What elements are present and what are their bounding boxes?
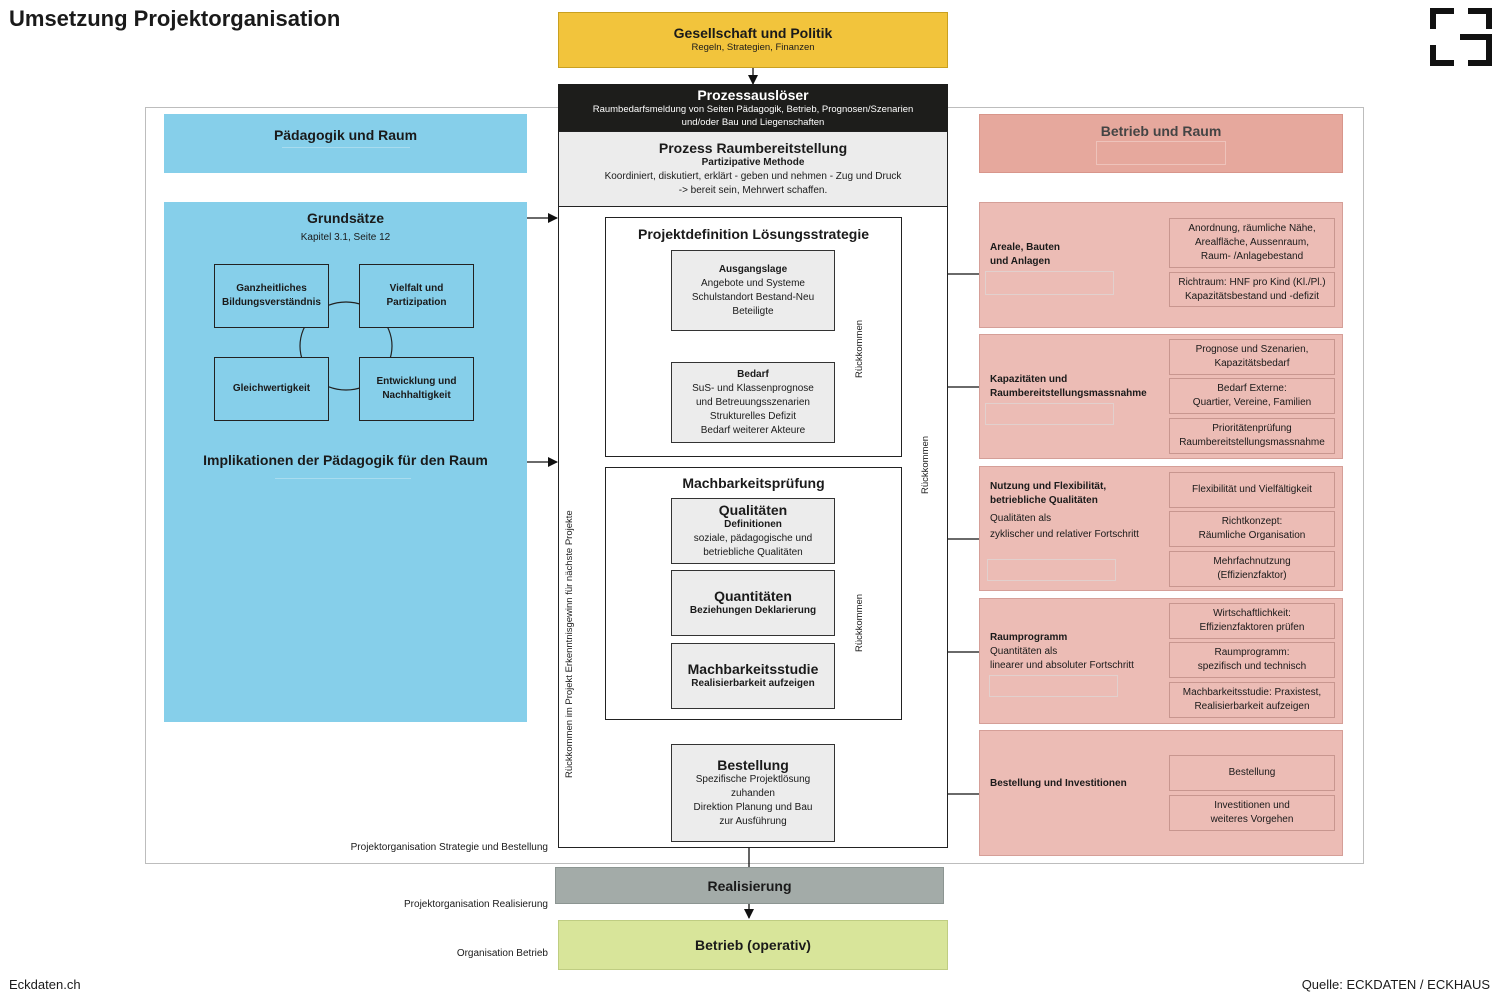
bedarf-box: Bedarf SuS- und Klassenprognose und Betr… [671, 362, 835, 443]
group-bestellung [979, 730, 1343, 856]
grundsaetze-title: Grundsätze [306, 210, 384, 226]
bestellung-text: Spezifische Projektlösung zuhanden Direk… [693, 774, 813, 827]
group-nutzung-label: Nutzung und Flexibilität, betriebliche Q… [990, 481, 1107, 506]
kapazitaeten-item-3: Prioritätenprüfung Raumbereitstellungsma… [1169, 418, 1335, 454]
group-kapazitaeten-label: Kapazitäten und Raumbereitstellungsmassn… [990, 374, 1147, 399]
quantitaeten-title: Quantitäten [714, 588, 792, 604]
prozessausloeser-title: Prozessauslöser [697, 86, 809, 103]
quantitaeten-subtitle: Beziehungen Deklarierung [689, 605, 817, 616]
grundsaetze-reference: Kapitel 3.1, Seite 12 [300, 232, 391, 243]
nutzung-item-1: Flexibilität und Vielfältigkeit [1169, 472, 1335, 508]
group-kapazitaeten-placeholder [985, 403, 1114, 425]
center-column [558, 84, 948, 848]
raumprogramm-item-3: Machbarkeitsstudie: Praxistest, Realisie… [1169, 682, 1335, 718]
qualitaeten-text: soziale, pädagogische und betriebliche Q… [693, 533, 813, 558]
betrieb-raum-header: Betrieb und Raum [979, 114, 1343, 173]
square-vielfalt: Vielfalt und Partizipation [359, 264, 474, 328]
machbarkeit-title: Machbarkeitsprüfung [682, 475, 825, 491]
label-org-realisierung: Projektorganisation Realisierung [404, 899, 548, 910]
group-nutzung-placeholder [987, 559, 1116, 581]
areale-item-2: Richtraum: HNF pro Kind (Kl./Pl.) Kapazi… [1169, 272, 1335, 307]
quantitaeten-box: Quantitäten Beziehungen Deklarierung [671, 570, 835, 636]
nutzung-item-2: Richtkonzept: Räumliche Organisation [1169, 511, 1335, 547]
prozess-title: Prozess Raumbereitstellung [658, 140, 848, 156]
betrieb-raum-title: Betrieb und Raum [1100, 122, 1222, 139]
ausgangslage-box: Ausgangslage Angebote und Systeme Schuls… [671, 250, 835, 331]
qualitaeten-box: Qualitäten Definitionen soziale, pädagog… [671, 498, 835, 564]
grundsaetze-circle [299, 301, 393, 391]
rueckkommen-label-1: Rückkommen [854, 319, 865, 378]
ausgangslage-title: Ausgangslage [718, 263, 788, 275]
group-raumprogramm-label: Raumprogramm [990, 632, 1068, 643]
prozessausloeser-text: Raumbedarfsmeldung von Seiten Pädagogik,… [592, 103, 914, 128]
square-gleichwertigkeit: Gleichwertigkeit [214, 357, 329, 421]
paedagogik-raum-title: Pädagogik und Raum [273, 127, 418, 143]
rueckkommen-projekt-label: Rückkommen im Projekt Erkenntnisgewinn f… [564, 510, 575, 778]
prozessausloeser-box: Prozessauslöser Raumbedarfsmeldung von S… [558, 84, 948, 131]
gesellschaft-title: Gesellschaft und Politik [673, 25, 833, 41]
implikationen-title: Implikationen der Pädagogik für den Raum [203, 452, 488, 468]
bestellung-box: Bestellung Spezifische Projektlösung zuh… [671, 744, 835, 842]
qualitaeten-subtitle: Definitionen [724, 519, 782, 530]
prozess-subtitle: Partizipative Methode [701, 157, 805, 168]
bedarf-text: SuS- und Klassenprognose und Betreuungss… [692, 382, 814, 436]
bestellung-item-2: Investitionen und weiteres Vorgehen [1169, 795, 1335, 831]
group-raumprogramm-sublabel: Quantitäten als linearer und absoluter F… [990, 646, 1134, 671]
paedagogik-placeholder [281, 147, 410, 160]
group-raumprogramm-placeholder [989, 675, 1118, 697]
prozess-text: Koordiniert, diskutiert, erklärt - geben… [604, 171, 902, 196]
betrieb-placeholder [1096, 140, 1226, 165]
square-ganzheitlich: Ganzheitliches Bildungsverständnis [214, 264, 329, 328]
group-nutzung-sublabel: Qualitäten als zyklischer und relativer … [990, 513, 1139, 540]
group-bestellung-label: Bestellung und Investitionen [990, 778, 1127, 789]
ausgangslage-text: Angebote und Systeme Schulstandort Besta… [691, 277, 815, 317]
bestellung-title: Bestellung [717, 757, 789, 773]
footer-left: Eckdaten.ch [9, 977, 81, 992]
realisierung-title: Realisierung [707, 877, 792, 894]
footer-right: Quelle: ECKDATEN / ECKHAUS [1301, 977, 1490, 992]
qualitaeten-title: Qualitäten [718, 502, 788, 518]
nutzung-item-3: Mehrfachnutzung (Effizienzfaktor) [1169, 551, 1335, 587]
paedagogik-raum-header: Pädagogik und Raum [164, 114, 527, 173]
group-areale-placeholder [985, 271, 1114, 295]
betrieb-operativ-box: Betrieb (operativ) [558, 920, 948, 970]
kapazitaeten-item-1: Prognose und Szenarien, Kapazitätsbedarf [1169, 339, 1335, 375]
group-areale-label: Areale, Bauten und Anlagen [990, 242, 1061, 267]
rueckkommen-label-2: Rückkommen [854, 593, 865, 652]
page-title: Umsetzung Projektorganisation [9, 6, 341, 31]
label-org-strategie: Projektorganisation Strategie und Bestel… [350, 842, 548, 853]
rueckkommen-label-3: Rückkommen [920, 435, 931, 494]
label-org-betrieb: Organisation Betrieb [456, 948, 548, 959]
bestellung-item-1: Bestellung [1169, 755, 1335, 791]
implikationen-placeholder [275, 478, 411, 490]
projektdefinition-title: Projektdefinition Lösungsstrategie [637, 226, 870, 242]
machbarkeitsstudie-box: Machbarkeitsstudie Realisierbarkeit aufz… [671, 643, 835, 709]
realisierung-box: Realisierung [555, 867, 944, 904]
gesellschaft-politik-box: Gesellschaft und Politik Regeln, Strateg… [558, 12, 948, 68]
raumprogramm-item-2: Raumprogramm: spezifisch und technisch [1169, 642, 1335, 678]
kapazitaeten-item-2: Bedarf Externe: Quartier, Vereine, Famil… [1169, 378, 1335, 414]
prozess-raumbereitstellung-box: Prozess Raumbereitstellung Partizipative… [558, 131, 948, 207]
betrieb-operativ-title: Betrieb (operativ) [695, 937, 811, 953]
raumprogramm-item-1: Wirtschaftlichkeit: Effizienzfaktoren pr… [1169, 603, 1335, 639]
square-entwicklung: Entwicklung und Nachhaltigkeit [359, 357, 474, 421]
gesellschaft-subtitle: Regeln, Strategien, Finanzen [691, 42, 815, 53]
bedarf-title: Bedarf [737, 368, 769, 380]
areale-item-1: Anordnung, räumliche Nähe, Arealfläche, … [1169, 218, 1335, 268]
machbarkeitsstudie-title: Machbarkeitsstudie [687, 661, 819, 677]
machbarkeitsstudie-subtitle: Realisierbarkeit aufzeigen [691, 678, 815, 689]
eckdaten-logo-icon [1430, 8, 1492, 66]
